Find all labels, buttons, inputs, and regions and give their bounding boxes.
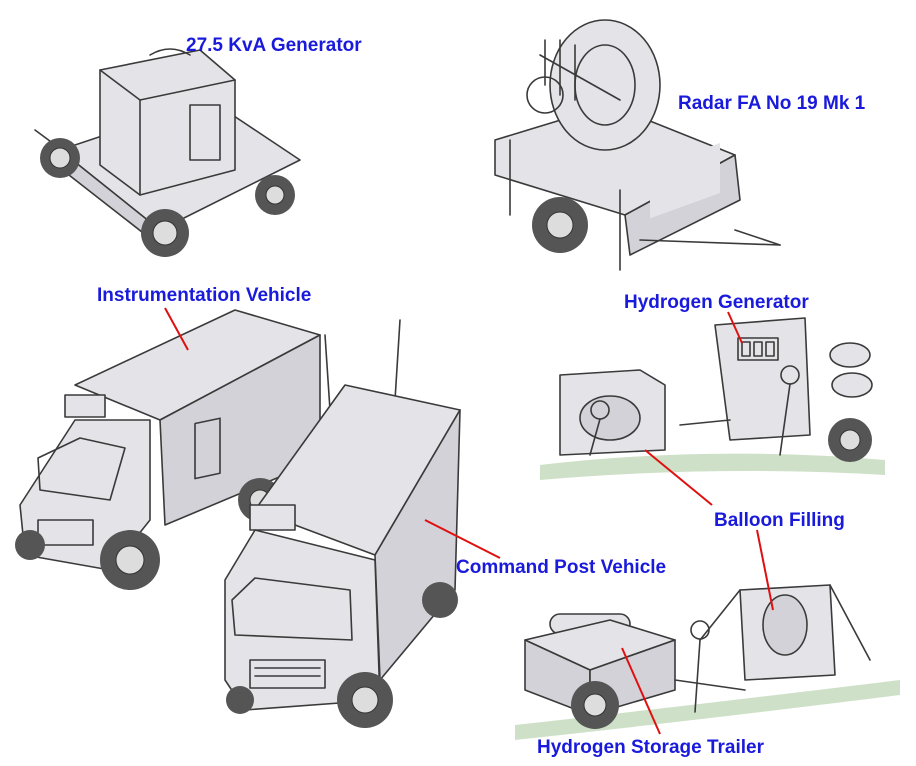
- instrumentation-vehicle-label: Instrumentation Vehicle: [97, 285, 312, 306]
- hydrogen-generator-drawing: [540, 317, 885, 480]
- instrumentation-leader: [164, 307, 189, 351]
- storage-trailer-drawing: [515, 584, 900, 740]
- generator-label: 27.5 KvA Generator: [186, 35, 362, 56]
- command-post-leader: [424, 519, 501, 559]
- command-post-vehicle-drawing: [224, 319, 461, 728]
- radar-trailer-drawing: [494, 19, 781, 271]
- balloon-filling-leader: [644, 449, 713, 506]
- balloon-filling-label: Balloon Filling: [714, 510, 845, 531]
- generator-trailer-drawing: [34, 48, 301, 257]
- balloon-link-leader: [756, 529, 774, 611]
- instrumentation-vehicle-drawing: [15, 309, 321, 590]
- command-post-vehicle-label: Command Post Vehicle: [456, 557, 667, 578]
- hydrogen-generator-label: Hydrogen Generator: [624, 292, 809, 313]
- hydrogen-storage-trailer-label: Hydrogen Storage Trailer: [537, 737, 765, 758]
- radar-label: Radar FA No 19 Mk 1: [678, 93, 866, 114]
- hydrogen-generator-leader: [727, 311, 743, 344]
- storage-trailer-leader: [621, 647, 661, 735]
